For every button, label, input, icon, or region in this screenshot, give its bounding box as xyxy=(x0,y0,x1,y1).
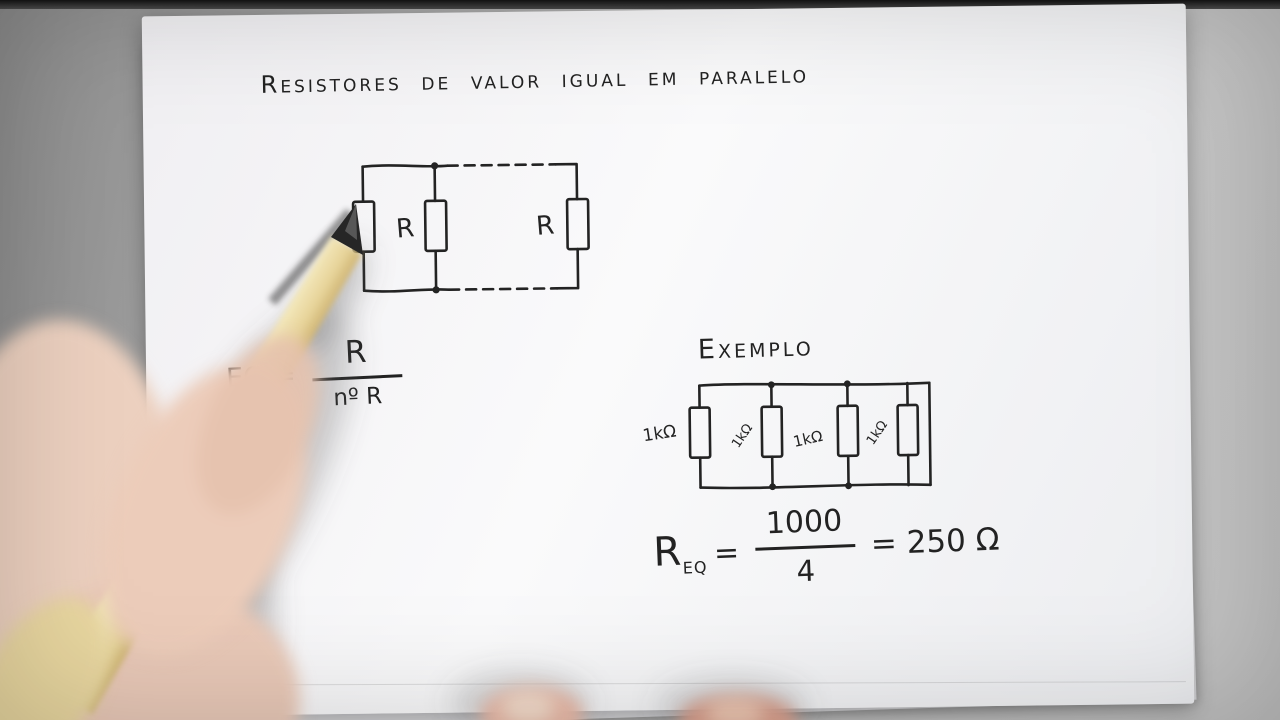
resistor-symbol xyxy=(351,200,376,254)
paper-fold-line xyxy=(157,681,1186,686)
paper-sheet: Resistores de valor igual em paralelo R xyxy=(141,3,1195,717)
fraction: R nº R xyxy=(309,332,403,412)
resistor-symbol xyxy=(423,199,448,253)
resistor-symbol xyxy=(836,404,860,458)
formula-lhs-sub: EQ xyxy=(225,361,266,394)
junction-dot xyxy=(769,483,776,491)
resistor-value-label: 1kΩ xyxy=(641,421,677,446)
general-formula: EQ = R nº R xyxy=(224,332,403,416)
fraction-numerator: 1000 xyxy=(753,503,855,551)
example-heading: Exemplo xyxy=(697,331,815,366)
formula-lhs: EQ = xyxy=(226,360,297,394)
example-equation: REQ= 1000 4 = 250 Ω xyxy=(652,497,1001,593)
circuit-wires xyxy=(698,381,932,490)
equals-sign: = xyxy=(713,534,740,571)
note-title: Resistores de valor igual em paralelo xyxy=(260,60,810,99)
resistor-value-label: 1kΩ xyxy=(864,418,891,448)
equation-result: = 250 Ω xyxy=(870,520,1001,562)
equals-sign: = xyxy=(272,359,297,392)
equation-subscript: EQ xyxy=(682,557,708,578)
junction-dot xyxy=(843,380,851,388)
resistor-symbol xyxy=(760,405,784,459)
fraction: 1000 4 xyxy=(753,503,856,590)
fraction-denominator: nº R xyxy=(332,383,383,412)
example-circuit-diagram: 1kΩ 1kΩ 1kΩ 1kΩ xyxy=(641,380,932,491)
resistor-symbol xyxy=(896,403,920,457)
junction-dot xyxy=(767,381,775,389)
resistor-symbol xyxy=(688,406,712,460)
junction-dot xyxy=(431,162,439,170)
junction-dot xyxy=(432,286,440,294)
junction-dot xyxy=(845,482,852,490)
equation-symbol: R xyxy=(652,528,683,576)
resistor-value-label: 1kΩ xyxy=(729,421,756,451)
equation-lhs: REQ= xyxy=(652,526,740,578)
pencil-lower-body xyxy=(0,598,108,720)
fraction-numerator: R xyxy=(309,332,402,382)
resistor-label: R xyxy=(535,210,555,241)
resistor-label: R xyxy=(395,213,415,244)
parallel-circuit-diagram: R R xyxy=(351,162,590,294)
resistor-symbol xyxy=(565,197,590,251)
fraction-denominator: 4 xyxy=(795,553,816,589)
desk-edge xyxy=(0,0,1280,9)
resistor-value-label: 1kΩ xyxy=(791,427,824,451)
